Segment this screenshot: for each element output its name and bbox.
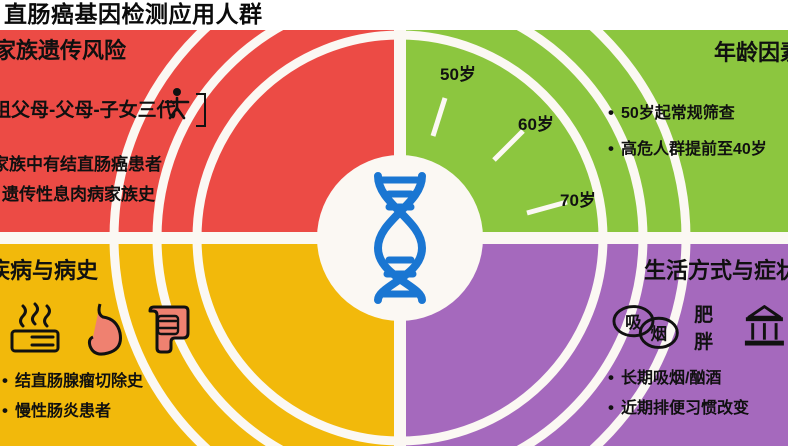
smoke-char-2: 烟 (651, 324, 668, 344)
bullet-text: 50岁起常规筛查 (620, 105, 735, 122)
quadrant-bullet-age-2: • 高危人群提前至40岁 (608, 136, 767, 163)
family-bracket (196, 93, 206, 127)
obesity-icon-label: 肥胖 (694, 305, 714, 353)
quadrant-bullet-disease-2: • 慢性肠炎患者 (2, 398, 111, 425)
quadrant-title-lifestyle: 生活方式与症状 (643, 258, 788, 283)
bullet-glyph: • (2, 401, 8, 420)
bullet-text: 近期排便习惯改变 (620, 400, 749, 417)
stomach-icon (87, 303, 122, 356)
hot-food-icon (10, 302, 60, 353)
bullet-text: 结直肠腺瘤切除史 (14, 373, 143, 390)
quadrant-bullet-family-2: 遗传性息肉病家族史 (2, 185, 155, 204)
lifestyle-icon-row: 吸 烟 肥胖 (612, 300, 788, 354)
scale-icon (745, 305, 785, 346)
bullet-glyph: • (608, 139, 614, 158)
bullet-glyph: • (2, 371, 8, 390)
disease-icon-row (8, 300, 196, 356)
smoking-bubble-icon: 吸 烟 (612, 305, 679, 349)
quadrant-bullet-age-1: • 50岁起常规筛查 (608, 100, 735, 127)
bullet-text: 高危人群提前至40岁 (620, 141, 767, 158)
bullet-glyph: • (608, 368, 614, 387)
bullet-glyph: • (608, 103, 614, 122)
quadrant-title-family: 家族遗传风险 (0, 38, 127, 63)
age-label-50: 50岁 (440, 65, 476, 84)
bullet-text: 长期吸烟/酗酒 (620, 370, 722, 387)
age-label-70: 70岁 (560, 191, 596, 210)
header-band (0, 0, 788, 30)
smoke-char-1: 吸 (625, 313, 642, 332)
quadrant-bullet-family-1: 家族中有结直肠癌患者 (0, 155, 162, 174)
page-title: 直肠癌基因检测应用人群 (4, 1, 263, 27)
quadrant-title-age: 年龄因素 (713, 40, 788, 65)
quadrant-bullet-lifestyle-2: • 近期排便习惯改变 (608, 395, 749, 422)
quadrant-tag-family: 祖父母-父母-子女三代 (0, 100, 176, 121)
quadrant-bullet-lifestyle-1: • 长期吸烟/酗酒 (608, 365, 721, 392)
age-label-60: 60岁 (518, 115, 554, 134)
center-disc (317, 155, 483, 321)
intestine-icon (148, 305, 190, 354)
quadrant-bullet-disease-1: • 结直肠腺瘤切除史 (2, 368, 143, 395)
bullet-text: 慢性肠炎患者 (14, 403, 111, 420)
quadrant-wheel (0, 28, 788, 446)
family-person-icon (164, 88, 190, 120)
dna-helix-icon (373, 172, 427, 304)
quadrant-title-disease: 疾病与病史 (0, 258, 99, 283)
age-tick-marks (430, 97, 568, 216)
bullet-glyph: • (608, 398, 614, 417)
